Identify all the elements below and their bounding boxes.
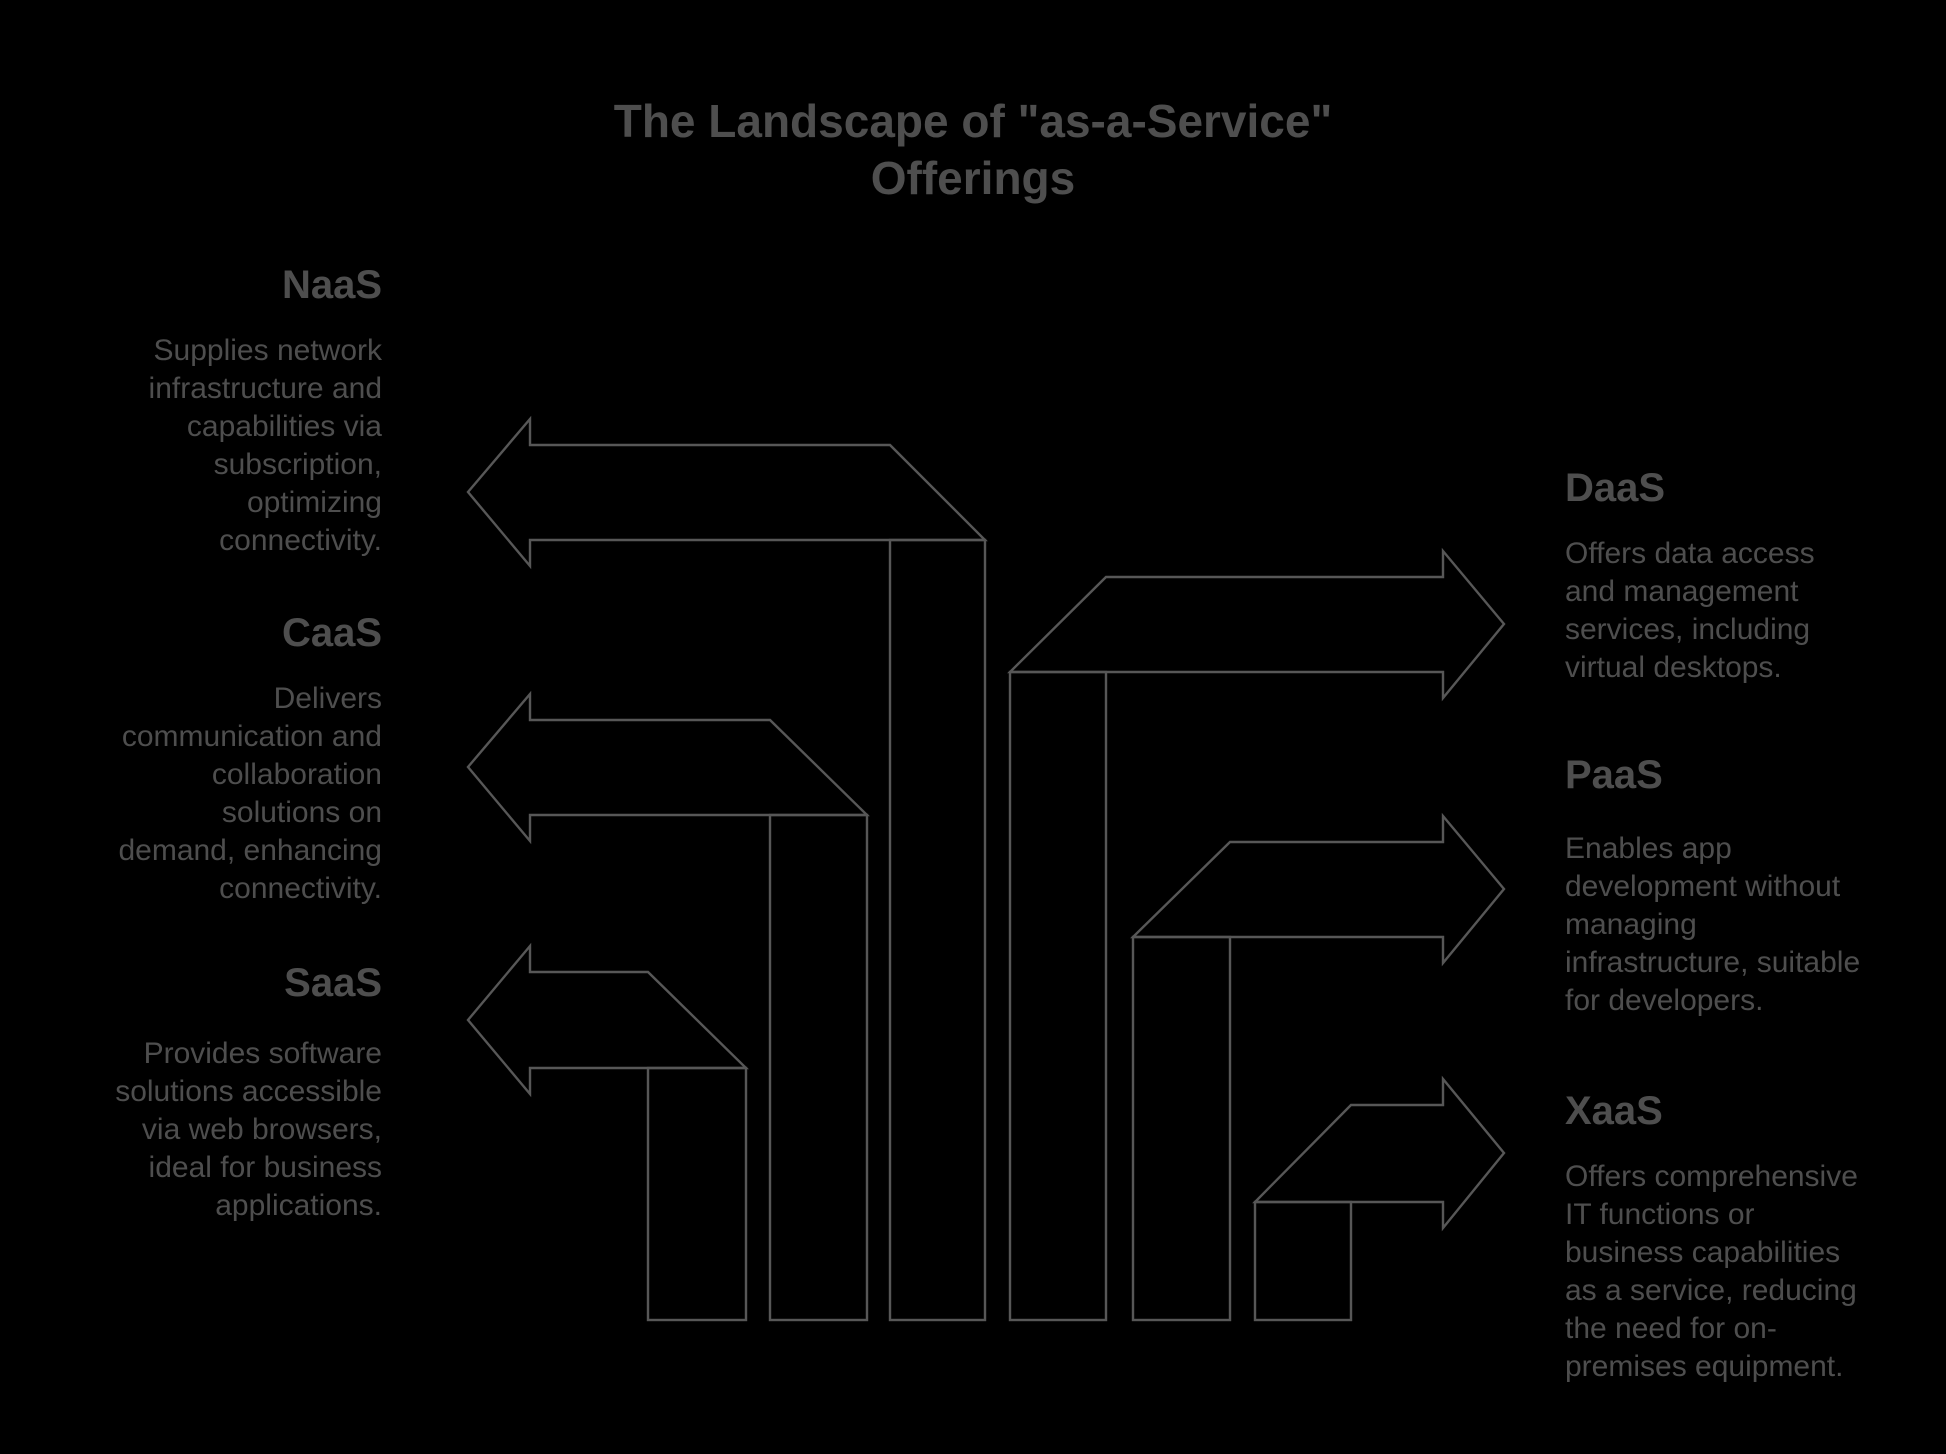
xaas-bar xyxy=(1253,1200,1353,1322)
caas-arrow xyxy=(466,690,870,845)
daas-bar xyxy=(1008,670,1108,1322)
paas-bar xyxy=(1131,935,1232,1322)
service-name-daas: DaaS xyxy=(1565,466,1666,510)
service-name-saas: SaaS xyxy=(284,961,382,1005)
xaas-arrow xyxy=(1252,1075,1506,1232)
saas-bar xyxy=(646,1066,748,1322)
service-desc-xaas: Offers comprehensive IT functions or bus… xyxy=(1565,1160,1858,1383)
service-name-paas: PaaS xyxy=(1565,753,1663,797)
service-desc-naas: Supplies network infrastructure and capa… xyxy=(148,334,382,557)
naas-arrow xyxy=(466,415,988,570)
service-name-naas: NaaS xyxy=(281,263,382,307)
page-title: The Landscape of "as-a-Service" Offering… xyxy=(613,95,1333,204)
saas-arrow xyxy=(466,942,749,1098)
service-desc-caas: Delivers communication and collaboration… xyxy=(118,682,382,905)
naas-bar xyxy=(888,538,987,1322)
daas-arrow xyxy=(1007,547,1506,702)
service-desc-paas: Enables app development without managing… xyxy=(1565,832,1861,1017)
service-desc-daas: Offers data access and management servic… xyxy=(1565,537,1815,684)
caas-bar xyxy=(768,813,869,1322)
paas-arrow xyxy=(1130,812,1506,967)
service-name-caas: CaaS xyxy=(281,611,382,655)
service-desc-saas: Provides software solutions accessible v… xyxy=(115,1037,382,1222)
service-name-xaas: XaaS xyxy=(1565,1089,1663,1133)
